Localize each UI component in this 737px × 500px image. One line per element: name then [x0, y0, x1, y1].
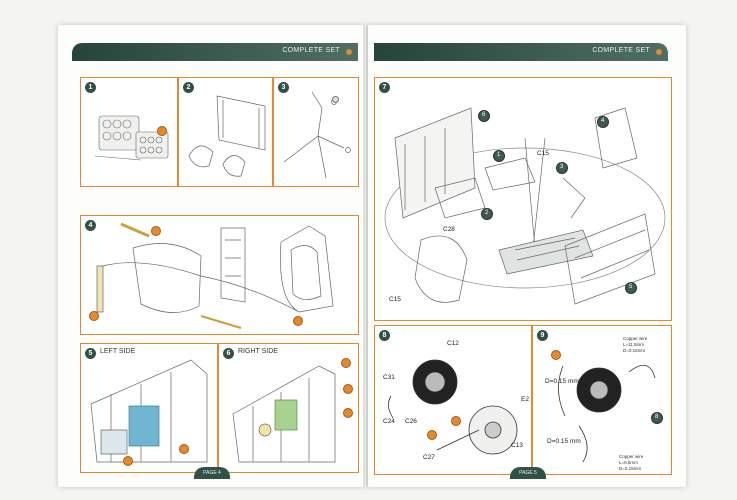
- paint-badge-icon: [451, 416, 461, 426]
- header-dot-icon: [346, 49, 352, 55]
- page-footer-left: PAGE 4: [194, 467, 230, 479]
- paint-badge-icon: [179, 444, 189, 454]
- step-number: 5: [85, 348, 96, 359]
- page-number: PAGE 5: [519, 470, 537, 476]
- step-number: 4: [85, 220, 96, 231]
- brand-logo: [378, 45, 412, 59]
- sub-step-label: 4: [601, 118, 605, 124]
- brand-logo: [74, 45, 108, 59]
- step-ref-icon: [651, 412, 663, 424]
- step-6-panel: 6 RIGHT SIDE: [218, 343, 359, 473]
- part-marker-icon: [332, 96, 339, 103]
- step-6-label: RIGHT SIDE: [238, 348, 278, 355]
- part-label: C13: [511, 442, 523, 449]
- diameter-label: D=0.15 mm: [547, 438, 581, 445]
- part-label: C24: [383, 418, 395, 425]
- binding-gutter: [363, 25, 371, 487]
- step-4-panel: 4: [80, 215, 359, 335]
- step-8-panel: 8 C12 C31 C24 C26 E2 C13 C27: [374, 325, 532, 475]
- sub-step-label: 5: [629, 284, 633, 290]
- step-7-panel: 7 6: [374, 77, 672, 321]
- paint-badge-icon: [123, 456, 133, 466]
- paint-badge-icon: [551, 350, 561, 360]
- sub-step-label: 8: [655, 414, 659, 420]
- step-6-illustration: [232, 365, 336, 463]
- booklet-spread: COMPLETE SET 1 2: [58, 25, 686, 487]
- step-number: 2: [183, 82, 194, 93]
- part-label: C12: [447, 340, 459, 347]
- header-title: COMPLETE SET: [282, 47, 340, 54]
- sub-step-label: 2: [485, 210, 489, 216]
- sub-step-label: 3: [560, 164, 564, 170]
- step-2-panel: 2: [178, 77, 273, 187]
- step-2-illustration: [188, 95, 266, 177]
- step-number: 8: [379, 330, 390, 341]
- step-4-illustration: [96, 222, 334, 329]
- paint-badge-icon: [157, 126, 167, 136]
- sub-step-label: 6: [482, 112, 486, 118]
- part-label: C15: [537, 150, 549, 157]
- page-right: COMPLETE SET 7: [368, 25, 686, 487]
- header-dot-icon: [656, 49, 662, 55]
- page-number: PAGE 4: [203, 470, 221, 476]
- part-label: C31: [383, 374, 395, 381]
- step-8-illustration: [388, 359, 518, 455]
- part-label: C27: [423, 454, 435, 461]
- step-5-label: LEFT SIDE: [100, 348, 136, 355]
- part-label: C28: [443, 226, 455, 233]
- step-1-panel: 1: [80, 77, 178, 187]
- paint-badge-icon: [427, 430, 437, 440]
- step-number: 6: [223, 348, 234, 359]
- wire-spec-1: Copper wire L=11,5mm D=0,15mm: [623, 336, 648, 353]
- page-footer-right: PAGE 5: [510, 467, 546, 479]
- header-title: COMPLETE SET: [592, 47, 650, 54]
- step-ref-icon: [556, 162, 568, 174]
- step-number: 9: [537, 330, 548, 341]
- step-3-panel: 3: [273, 77, 359, 187]
- paint-badge-icon: [343, 384, 353, 394]
- step-5-illustration: [90, 359, 208, 463]
- page-header-right: COMPLETE SET: [374, 43, 668, 61]
- step-1-illustration: [94, 115, 169, 161]
- step-9-illustration: [558, 364, 656, 463]
- step-ref-icon: [481, 208, 493, 220]
- diameter-label: D=0.15 mm: [545, 378, 579, 385]
- page-header-left: COMPLETE SET: [72, 43, 358, 61]
- paint-badge-icon: [151, 226, 161, 236]
- step-ref-icon: [493, 150, 505, 162]
- step-number: 1: [85, 82, 96, 93]
- part-label: C26: [405, 418, 417, 425]
- page-left: COMPLETE SET 1 2: [58, 25, 366, 487]
- paint-badge-icon: [89, 311, 99, 321]
- step-3-illustration: [283, 91, 351, 179]
- step-7-illustration: [384, 107, 666, 305]
- part-label: E2: [521, 396, 529, 403]
- part-label: C15: [389, 296, 401, 303]
- step-number: 7: [379, 82, 390, 93]
- paint-badge-icon: [343, 408, 353, 418]
- step-5-panel: 5 LEFT SIDE: [80, 343, 218, 473]
- paint-badge-icon: [293, 316, 303, 326]
- step-number: 3: [278, 82, 289, 93]
- step-ref-icon: [478, 110, 490, 122]
- wire-spec-2: Copper wire L=6,5mm D=0,15mm: [619, 454, 644, 471]
- paint-badge-icon: [341, 358, 351, 368]
- step-9-panel: 9 D=0.15 mm D=0.15 mm Copper wire L=11,5…: [532, 325, 672, 475]
- step-ref-icon: [597, 116, 609, 128]
- step-ref-icon: [625, 282, 637, 294]
- sub-step-label: 1: [497, 152, 501, 158]
